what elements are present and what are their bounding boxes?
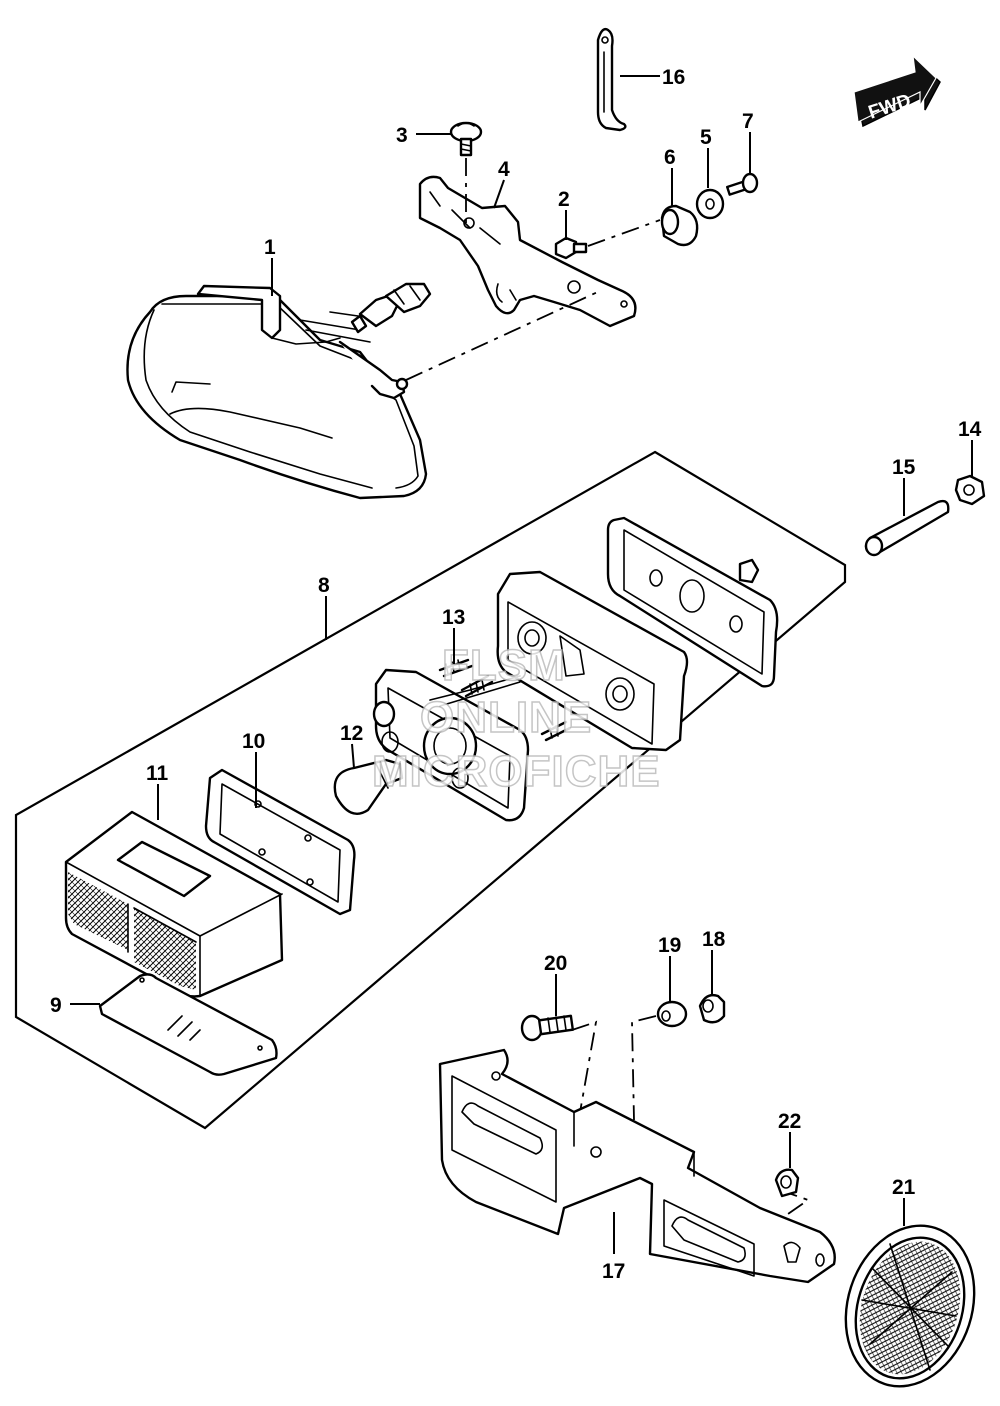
screw-part-3 — [449, 121, 483, 157]
svg-text:ONLINE: ONLINE — [420, 693, 592, 742]
screw-part-7 — [726, 172, 759, 196]
bulb-part-12 — [333, 758, 404, 815]
callout-17: 17 — [602, 1260, 625, 1283]
nut-part-18 — [698, 993, 726, 1024]
callout-9: 9 — [50, 994, 62, 1017]
callout-19: 19 — [658, 934, 681, 957]
assembly-frame — [14, 450, 847, 1130]
collar-part-15 — [864, 499, 950, 557]
callout-21: 21 — [892, 1176, 916, 1199]
callout-6: 6 — [664, 146, 676, 169]
lens-part-11 — [64, 810, 284, 998]
grommet-part-6 — [660, 204, 699, 247]
callout-12: 12 — [340, 722, 363, 745]
tail-lamp-part-1 — [126, 282, 432, 500]
nut-part-14 — [954, 474, 986, 506]
leader-lines — [70, 75, 973, 1254]
callout-7: 7 — [742, 110, 754, 133]
bracket-part-4 — [418, 175, 637, 328]
license-lamp-cover — [606, 516, 779, 688]
callout-2: 2 — [558, 188, 570, 211]
bolt-part-20 — [520, 1014, 575, 1042]
svg-text:FLSM: FLSM — [442, 641, 566, 690]
reflector-plate-part-9 — [98, 973, 278, 1076]
svg-text:MICROFICHE: MICROFICHE — [372, 747, 661, 796]
callout-3: 3 — [396, 124, 408, 147]
socket-base-plate — [372, 668, 530, 822]
nut-part-22 — [774, 1168, 800, 1198]
callout-8: 8 — [318, 574, 330, 597]
washer-part-19 — [656, 1000, 688, 1028]
callout-14: 14 — [958, 418, 982, 441]
bolt-part-2 — [554, 236, 588, 260]
callout-labels: 1 2 3 4 5 6 7 8 9 10 11 12 13 14 15 16 1… — [50, 66, 982, 1283]
tie-strap-part — [596, 27, 627, 132]
callout-10: 10 — [242, 730, 265, 753]
fwd-arrow-icon: FWD — [853, 54, 941, 128]
callout-20: 20 — [544, 952, 567, 975]
callout-1: 1 — [264, 236, 276, 259]
callout-13: 13 — [442, 606, 465, 629]
callout-16: 16 — [662, 66, 685, 89]
callout-4: 4 — [498, 158, 510, 181]
washer-part-5 — [695, 188, 725, 220]
callout-15: 15 — [892, 456, 916, 479]
bracket-part-17 — [438, 1048, 836, 1284]
callout-11: 11 — [146, 762, 169, 785]
gasket-part-10 — [204, 768, 356, 916]
screw-part-13 — [438, 658, 572, 742]
round-reflector-part-21 — [844, 1224, 976, 1388]
callout-22: 22 — [778, 1110, 801, 1133]
callout-5: 5 — [700, 126, 712, 149]
watermark: FLSM ONLINE MICROFICHE — [371, 640, 661, 797]
callout-18: 18 — [702, 928, 726, 951]
lamp-housing-block — [496, 570, 689, 752]
